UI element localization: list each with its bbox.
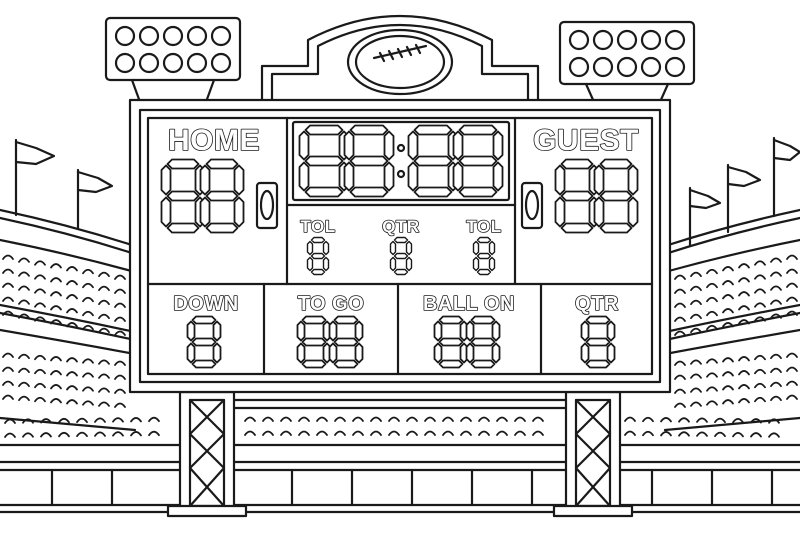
tol-right-digit (472, 236, 496, 276)
to-go-display (296, 315, 364, 369)
home-score-display (160, 158, 245, 234)
possession-guest-football-icon (520, 181, 544, 230)
ball-on-label: BALL ON (423, 293, 515, 315)
football-icon (346, 28, 454, 96)
qtr-top-label: QTR (382, 217, 419, 236)
ball-on-display (433, 315, 501, 369)
guest-label: GUEST (533, 124, 639, 157)
crowd-seats (2, 254, 798, 438)
tol-right-label: TOL (466, 217, 501, 236)
qtr-bottom-digit (580, 315, 616, 369)
left-support-pillar (166, 390, 248, 518)
stadium-light-icon (558, 20, 696, 104)
stadium-lower-stands (0, 398, 800, 514)
stadium-light-icon (104, 16, 242, 104)
home-label: HOME (168, 124, 260, 157)
scoreboard-frame (128, 98, 672, 394)
tol-left-label: TOL (300, 217, 335, 236)
home-score-digit-2 (199, 158, 245, 234)
ball-on-digit-2 (465, 315, 501, 369)
guest-score-display (554, 158, 639, 234)
to-go-digit-2 (328, 315, 364, 369)
clock-digit-4 (452, 124, 504, 198)
stadium-wall-panels (50, 468, 774, 507)
guest-score-digit-2 (593, 158, 639, 234)
qtr-top-digit (389, 236, 413, 276)
stadium-stands-left (0, 208, 137, 432)
game-clock-display (298, 124, 504, 198)
clock-colon-bottom (396, 169, 406, 179)
clock-colon-top (396, 143, 406, 153)
qtr-bottom-label: QTR (575, 293, 619, 315)
clock-digit-2 (343, 124, 395, 198)
down-digit (186, 315, 222, 369)
down-label: DOWN (173, 293, 238, 315)
to-go-label: TO GO (298, 293, 365, 315)
right-support-pillar (552, 390, 634, 518)
flag-icon (14, 136, 800, 247)
possession-home-football-icon (255, 181, 279, 230)
to-go-digit-1 (296, 315, 332, 369)
stadium-stands-right (663, 208, 800, 432)
tol-left-digit (306, 236, 330, 276)
ball-on-digit-1 (433, 315, 469, 369)
